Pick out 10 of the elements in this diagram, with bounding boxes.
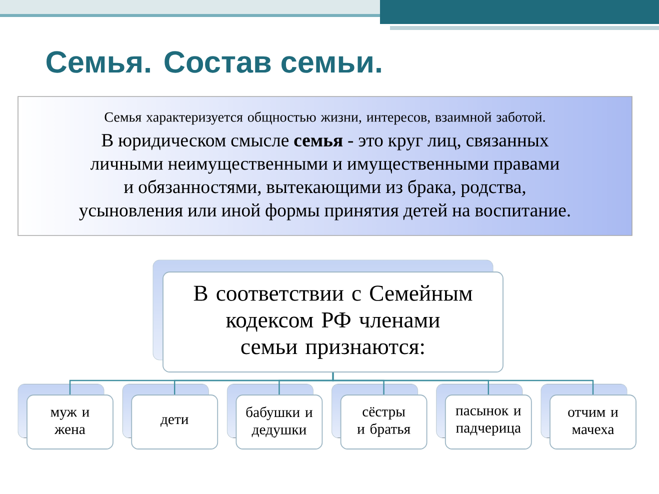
member-box: пасынок и падчерица [444, 394, 532, 450]
member-box: сёстры и братья [340, 394, 428, 450]
text-box: Семья характеризуется общностью жизни, интересов, взаимной заботой. В юридическом смысле семья - это круг лиц, связанных личными неимущественными и имущественными правами и обязанностями, вытекающими из брака, родства, усыновления или иной формы принятия детей на воспитание. [18, 96, 632, 236]
connector-line [332, 372, 594, 395]
member-box: отчим и мачеха [550, 394, 636, 450]
title: Семья. Состав семьи. [46, 51, 381, 73]
member-box: бабушки и дедушки [236, 394, 323, 450]
member-box: дети [131, 394, 218, 450]
statement-box: В соответствии с Семейным кодексом РФ членами семьи признаются: [162, 272, 504, 372]
member-box: муж и жена [26, 394, 114, 450]
